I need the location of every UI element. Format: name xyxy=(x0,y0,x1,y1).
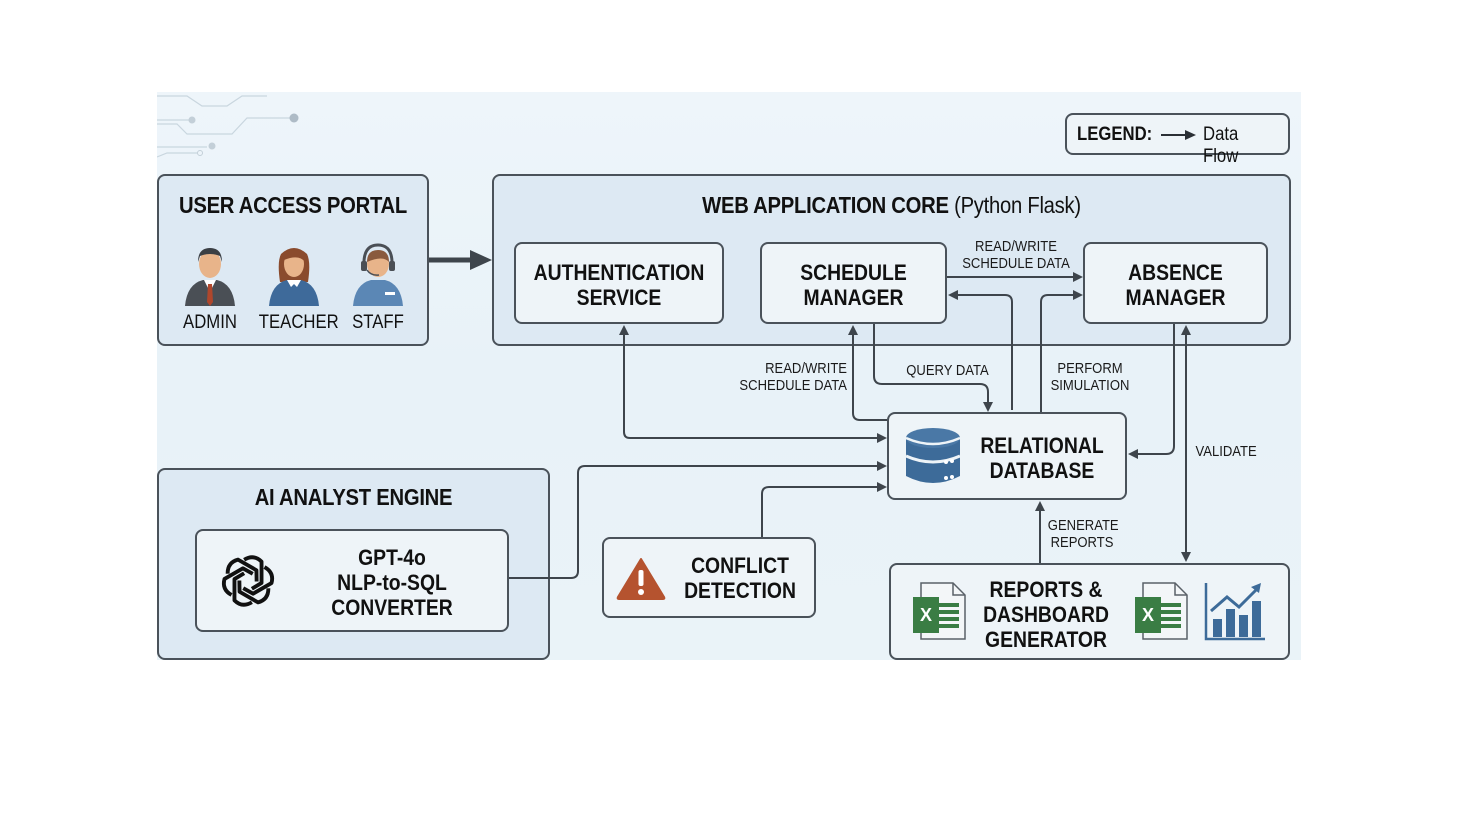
absence-manager-label: ABSENCE MANAGER xyxy=(1096,260,1255,310)
legend-title: LEGEND: xyxy=(1077,124,1153,145)
web-app-core-title-bold: WEB APPLICATION CORE xyxy=(702,192,949,218)
reports-line3: GENERATOR xyxy=(985,627,1107,652)
flow-label-perform-simulation: PERFORM SIMULATION xyxy=(1049,361,1132,395)
flow-label-sched-absence: READ/WRITE SCHEDULE DATA xyxy=(962,239,1070,273)
schedule-manager-node[interactable]: SCHEDULE MANAGER xyxy=(760,242,947,324)
svg-text:X: X xyxy=(920,605,932,625)
role-label-staff: STAFF xyxy=(352,312,404,333)
staff-headset-person-icon xyxy=(353,243,403,306)
gpt-line1: GPT-4o xyxy=(358,545,426,570)
legend-data-flow: Data Flow xyxy=(1203,124,1239,167)
flow-label-generate-reports: GENERATE REPORTS xyxy=(1047,518,1119,552)
relational-database-label: RELATIONAL DATABASE xyxy=(969,433,1115,483)
reports-label: REPORTS & DASHBOARD GENERATOR xyxy=(971,577,1121,652)
flow-simulation-line1: PERFORM xyxy=(1057,361,1123,377)
database-line1: RELATIONAL xyxy=(980,433,1104,458)
role-label-teacher: TEACHER xyxy=(258,312,339,333)
flow-label-validate: VALIDATE xyxy=(1195,444,1257,460)
flow-simulation-line2: SIMULATION xyxy=(1050,378,1130,394)
openai-logo-icon xyxy=(221,555,275,607)
reports-line1: REPORTS & xyxy=(989,577,1103,602)
authentication-service-label: AUTHENTICATION SERVICE xyxy=(528,260,709,310)
gpt-line3: CONVERTER xyxy=(331,595,453,620)
schedule-line2: MANAGER xyxy=(803,285,904,310)
excel-file-icon: X xyxy=(913,582,966,640)
bar-chart-trend-icon xyxy=(1204,583,1265,641)
user-access-portal-title: USER ACCESS PORTAL xyxy=(178,192,408,218)
circuit-decoration xyxy=(157,95,299,158)
reports-dashboard-generator-node[interactable]: X REPORTS & DASHBOARD GENERATOR X xyxy=(889,563,1290,660)
database-icon xyxy=(905,428,961,483)
auth-line1: AUTHENTICATION xyxy=(533,260,705,285)
conflict-detection-node[interactable]: CONFLICT DETECTION xyxy=(602,537,816,618)
svg-text:X: X xyxy=(1142,605,1154,625)
flow-sched-db-line1: READ/WRITE xyxy=(765,361,847,377)
teacher-person-icon xyxy=(269,248,319,306)
flow-sched-absence-line1: READ/WRITE xyxy=(975,239,1057,255)
gpt-line2: NLP-to-SQL xyxy=(337,570,447,595)
relational-database-node[interactable]: RELATIONAL DATABASE xyxy=(887,412,1127,500)
conflict-detection-label: CONFLICT DETECTION xyxy=(675,553,805,603)
flow-label-sched-db: READ/WRITE SCHEDULE DATA xyxy=(737,361,847,395)
authentication-service-node[interactable]: AUTHENTICATION SERVICE xyxy=(514,242,724,324)
right-arrow-icon xyxy=(1161,130,1196,140)
flow-sched-db-line2: SCHEDULE DATA xyxy=(739,378,847,394)
absence-line2: MANAGER xyxy=(1125,285,1226,310)
excel-file-icon: X xyxy=(1135,582,1188,640)
web-application-core-title: WEB APPLICATION CORE (Python Flask) xyxy=(542,192,1242,219)
schedule-manager-label: SCHEDULE MANAGER xyxy=(773,260,934,310)
absence-line1: ABSENCE xyxy=(1128,260,1223,285)
auth-line2: SERVICE xyxy=(576,285,662,310)
web-app-core-title-framework: (Python Flask) xyxy=(954,192,1081,218)
conflict-line1: CONFLICT xyxy=(691,553,789,578)
conflict-line2: DETECTION xyxy=(684,578,796,603)
schedule-line1: SCHEDULE xyxy=(800,260,907,285)
user-access-portal: USER ACCESS PORTAL ADMIN TEACHER STAFF xyxy=(157,174,429,346)
warning-icon xyxy=(616,558,666,600)
role-label-admin: ADMIN xyxy=(183,312,237,333)
gpt-converter-label: GPT-4o NLP-to-SQL CONVERTER xyxy=(291,545,493,620)
gpt-nlp-to-sql-converter-node[interactable]: GPT-4o NLP-to-SQL CONVERTER xyxy=(195,529,509,632)
admin-person-icon xyxy=(185,248,235,306)
legend: LEGEND: Data Flow xyxy=(1065,113,1290,167)
flow-generate-line2: REPORTS xyxy=(1050,535,1114,551)
flow-label-query-data: QUERY DATA xyxy=(906,363,989,379)
database-line2: DATABASE xyxy=(989,458,1095,483)
absence-manager-node[interactable]: ABSENCE MANAGER xyxy=(1083,242,1268,324)
flow-sched-absence-line2: SCHEDULE DATA xyxy=(962,256,1070,272)
reports-line2: DASHBOARD xyxy=(983,602,1109,627)
ai-analyst-engine-title: AI ANALYST ENGINE xyxy=(254,484,453,510)
flow-generate-line1: GENERATE xyxy=(1047,518,1119,534)
